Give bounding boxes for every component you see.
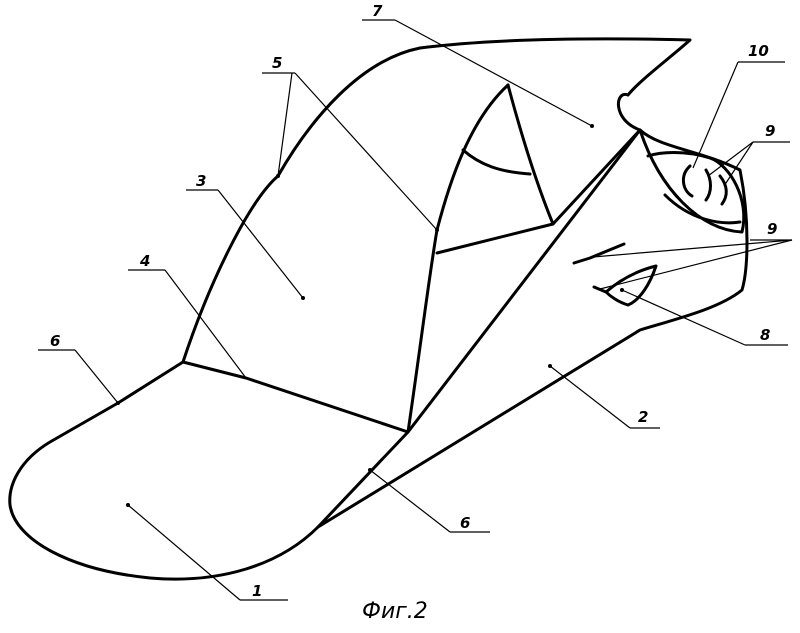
- leader-1: [127, 504, 241, 601]
- rear-opening-inner: [663, 193, 742, 225]
- rear-hump-part-7: [551, 93, 642, 226]
- leader-6-left: [74, 349, 119, 404]
- leader-4: [164, 269, 247, 379]
- leader-3-dot: [301, 296, 305, 300]
- leader-9-right-a: [592, 239, 793, 258]
- label-10: 10: [748, 42, 769, 60]
- leader-6-left-dot: [116, 401, 120, 405]
- figure-caption: Фиг.2: [362, 599, 428, 624]
- leader-5-dot-b: [435, 228, 439, 232]
- leader-lines: [38, 19, 793, 601]
- label-4: 4: [139, 252, 150, 270]
- leader-1-dot: [126, 503, 130, 507]
- visor-part-1: [8, 360, 320, 581]
- label-6-bottom: 6: [460, 514, 470, 532]
- leader-5-dot-a: [276, 174, 280, 178]
- leader-7-dot: [590, 124, 594, 128]
- leader-5-a: [277, 72, 293, 177]
- crest-seam-part-5: [181, 37, 692, 364]
- vents-part-9: [572, 164, 728, 307]
- inner-gap-curve: [461, 148, 532, 176]
- side-slit-lower: [592, 264, 658, 307]
- leader-2: [549, 365, 631, 429]
- leader-8-dot: [620, 288, 624, 292]
- leader-8: [621, 289, 746, 346]
- side-slit-upper: [572, 242, 626, 265]
- side-panel-part-2: [316, 128, 749, 529]
- vent-loop-left: [682, 164, 694, 198]
- leader-9-top-b: [723, 141, 754, 187]
- vent-loop-right: [718, 174, 728, 206]
- leader-7: [394, 19, 593, 127]
- inner-gap: [435, 83, 555, 255]
- leader-6-bottom: [369, 469, 451, 533]
- cap-outline: [8, 37, 749, 581]
- rear-opening-part-10: [638, 128, 746, 234]
- leader-9-top-a: [707, 141, 754, 177]
- leader-6-bottom-dot: [368, 468, 372, 472]
- label-1: 1: [252, 582, 262, 600]
- reference-numerals: 1 2 3 4 5 6 6 7 8 9 9 10: [50, 2, 777, 600]
- label-8: 8: [760, 326, 770, 344]
- leader-5-b: [294, 72, 438, 231]
- leader-2-dot: [548, 364, 552, 368]
- label-7: 7: [372, 2, 383, 20]
- label-5: 5: [272, 54, 282, 72]
- leader-9-right-b: [599, 239, 793, 290]
- label-6-left: 6: [50, 332, 60, 350]
- label-9-top: 9: [765, 122, 775, 140]
- vent-loop-mid: [704, 168, 712, 202]
- leader-10: [692, 61, 739, 169]
- leader-3: [217, 189, 304, 299]
- label-2: 2: [638, 408, 648, 426]
- label-3: 3: [196, 172, 206, 190]
- front-seam-part-4: [181, 360, 410, 434]
- crown-seam-part-5: [406, 83, 510, 434]
- label-9-right: 9: [767, 220, 777, 238]
